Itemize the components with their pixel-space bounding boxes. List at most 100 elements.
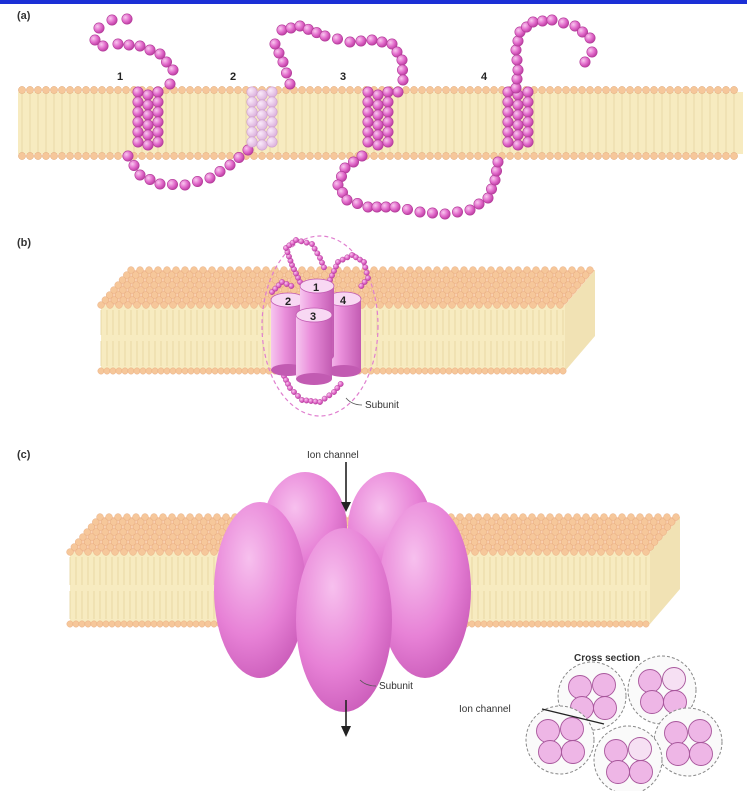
lipid-head: [127, 621, 133, 627]
lipid-head: [66, 86, 73, 93]
lipid-head: [186, 152, 193, 159]
lipid-head: [482, 86, 489, 93]
lipid-head: [440, 368, 446, 374]
residue-bead: [452, 207, 462, 217]
lipid-head: [138, 152, 145, 159]
lipid-head: [479, 267, 486, 274]
lipid-head: [151, 621, 157, 627]
residue-bead-small: [361, 259, 366, 264]
subunit-helix-bundle: 1 2 3 4: [262, 236, 378, 416]
lipid-head: [618, 86, 625, 93]
lipid-head: [164, 368, 170, 374]
cross-section-subunit-outline: [526, 706, 594, 774]
residue-bead: [145, 45, 155, 55]
helix-1-number: 1: [117, 71, 123, 83]
lipid-head: [673, 514, 680, 521]
lipid-head: [266, 152, 273, 159]
cross-section-helix: [663, 668, 686, 691]
lipid-head: [258, 152, 265, 159]
lipid-head: [169, 514, 176, 521]
lipid-head: [515, 267, 522, 274]
lipid-head: [175, 621, 181, 627]
lipid-head: [314, 152, 321, 159]
residue-bead: [383, 137, 393, 147]
lipid-head: [97, 514, 104, 521]
lipid-head: [538, 86, 545, 93]
cross-section-helix: [537, 720, 560, 743]
lipid-head: [442, 152, 449, 159]
residue-bead: [503, 117, 513, 127]
lipid-head: [194, 152, 201, 159]
lipid-head: [642, 86, 649, 93]
lipid-head: [658, 152, 665, 159]
lipid-head: [374, 368, 380, 374]
residue-bead: [493, 157, 503, 167]
residue-bead: [363, 137, 373, 147]
lipid-head: [151, 514, 158, 521]
lipid-head: [583, 514, 590, 521]
residue-bead: [523, 107, 533, 117]
residue-bead-small: [322, 396, 327, 401]
lipid-head: [226, 152, 233, 159]
lipid-head: [578, 152, 585, 159]
lipid-head: [551, 267, 558, 274]
residue-bead: [363, 107, 373, 117]
residue-bead: [133, 107, 143, 117]
lipid-head: [137, 267, 144, 274]
residue-bead: [587, 47, 597, 57]
lipid-head: [533, 267, 540, 274]
lipid-head: [371, 267, 378, 274]
lipid-head: [490, 86, 497, 93]
residue-bead: [490, 175, 500, 185]
lipid-head: [188, 368, 194, 374]
residue-bead-small: [291, 389, 296, 394]
lipid-head: [482, 368, 488, 374]
lipid-head: [164, 267, 171, 274]
helix-4-number: 4: [481, 71, 488, 83]
lipid-head: [98, 368, 104, 374]
lipid-head: [646, 514, 653, 521]
lipid-head: [474, 86, 481, 93]
residue-bead: [503, 97, 513, 107]
lipid-head: [450, 152, 457, 159]
lipid-head: [202, 152, 209, 159]
lipid-head: [587, 267, 594, 274]
lipid-head: [722, 152, 729, 159]
residue-bead: [133, 97, 143, 107]
panel-b-label: (b): [17, 237, 31, 249]
lipid-head: [218, 368, 224, 374]
lipid-head: [162, 152, 169, 159]
lipid-head: [512, 368, 518, 374]
residue-bead-small: [321, 265, 326, 270]
lipid-head: [214, 514, 221, 521]
lipid-head: [520, 514, 527, 521]
lipid-head: [115, 514, 122, 521]
lipid-head: [314, 86, 321, 93]
lipid-head: [170, 368, 176, 374]
lipid-head: [122, 368, 128, 374]
lipid-head: [650, 152, 657, 159]
lipid-head: [658, 86, 665, 93]
lipid-head: [469, 621, 475, 627]
residue-bead: [153, 107, 163, 117]
lipid-head: [79, 621, 85, 627]
lipid-head: [224, 368, 230, 374]
lipid-head: [578, 267, 585, 274]
lipid-head: [200, 368, 206, 374]
lipid-head: [260, 368, 266, 374]
lipid-head: [380, 368, 386, 374]
lipid-head: [50, 152, 57, 159]
subunit-ellipse-front: [296, 528, 392, 712]
lipid-head: [18, 152, 25, 159]
lipid-head: [90, 86, 97, 93]
panel-c-label: (c): [17, 449, 31, 461]
lipid-head: [97, 621, 103, 627]
lipid-head: [538, 514, 545, 521]
lipid-head: [98, 86, 105, 93]
lipid-head: [58, 86, 65, 93]
lipid-head: [402, 86, 409, 93]
lipid-head: [178, 514, 185, 521]
lipid-head: [50, 86, 57, 93]
cross-section-helix: [641, 691, 664, 714]
lipid-head: [613, 621, 619, 627]
